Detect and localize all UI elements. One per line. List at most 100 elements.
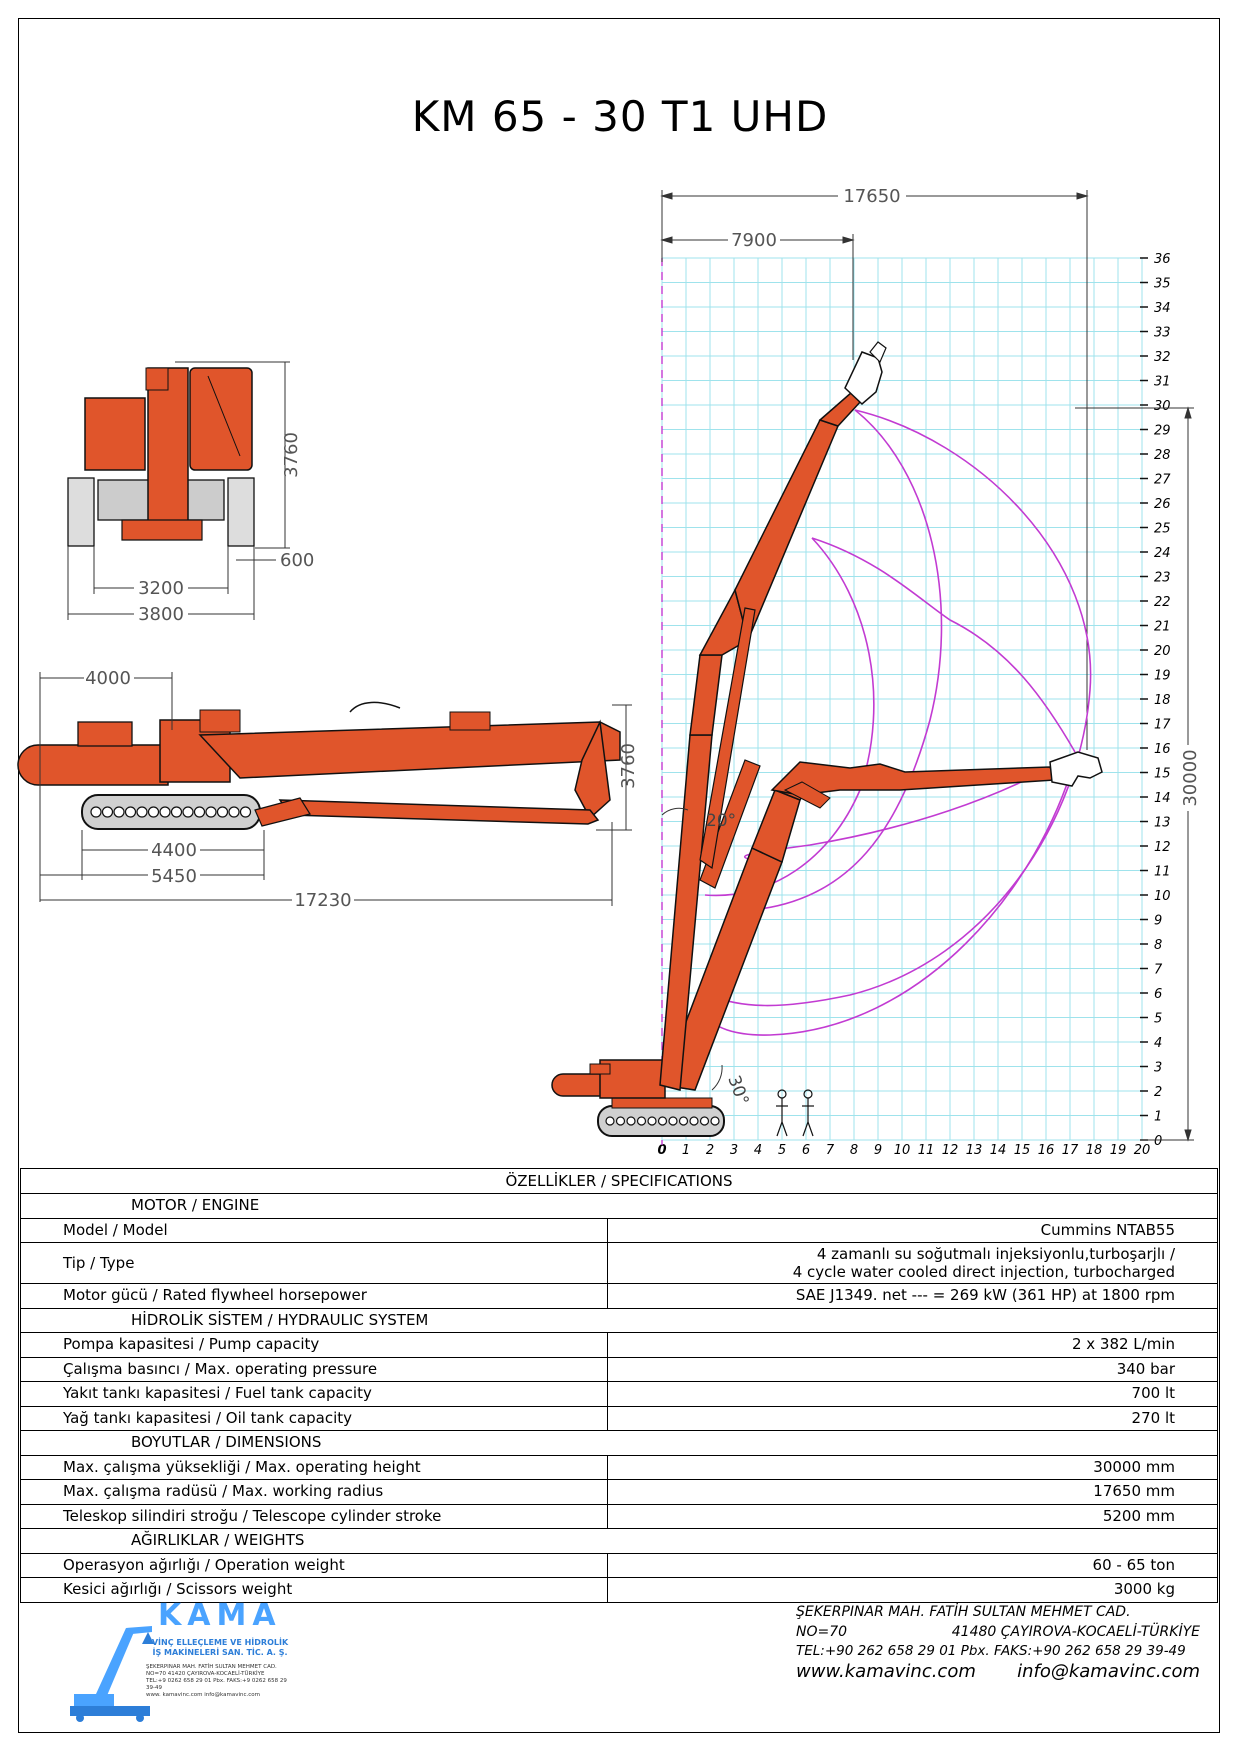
height-tick-label: 11 [1154,865,1171,880]
spec-value: SAE J1349. net --- = 269 kW (361 HP) at … [607,1283,1218,1309]
height-tick-label: 25 [1154,522,1171,537]
height-tick-label: 22 [1154,595,1171,610]
spec-label: Pompa kapasitesi / Pump capacity [20,1332,608,1358]
email-link[interactable]: info@kamavinc.com [1017,1661,1200,1682]
spec-label: Çalışma basıncı / Max. operating pressur… [20,1356,608,1382]
radius-tick-label: 13 [966,1143,983,1158]
logo-tagline-2: İŞ MAKİNELERİ SAN. TİC. A. Ş. [152,1648,288,1657]
angle-20-label: 20° [706,811,736,831]
track-wheel [205,806,217,818]
spec-label: Motor gücü / Rated flywheel horsepower [20,1283,608,1309]
side-carriage-label: 5450 [151,866,197,887]
track-wheel [668,1116,678,1126]
radius-tick-label: 0 [657,1143,666,1158]
spec-row: Max. çalışma radüsü / Max. working radiu… [20,1479,1218,1505]
radius-tick-label: 5 [778,1143,786,1158]
front-gauge-label: 3200 [138,578,184,599]
spec-value: 270 lt [607,1405,1218,1431]
side-track-label: 4400 [151,840,197,861]
height-tick-label: 10 [1154,889,1171,904]
track-wheel [636,1116,647,1126]
height-tick-label: 16 [1154,742,1171,757]
radius-tick-label: 2 [706,1143,714,1158]
spec-value: 3000 kg [607,1577,1218,1603]
radius-tick-label: 8 [850,1143,858,1158]
dimensions-heading: BOYUTLAR / DIMENSIONS [20,1430,1218,1456]
track-wheel [159,806,171,818]
height-tick-label: 30 [1154,399,1171,414]
height-tick-label: 5 [1154,1012,1162,1027]
spec-value: 5200 mm [607,1503,1218,1529]
height-tick-label: 3 [1154,1061,1162,1076]
height-tick-label: 4 [1154,1036,1162,1051]
spec-value: Cummins NTAB55 [607,1217,1218,1243]
side-height-label: 3760 [618,743,639,789]
spec-label: Operasyon ağırlığı / Operation weight [20,1552,608,1578]
page-title: KM 65 - 30 T1 UHD [411,92,829,141]
kama-logo: KAMA VİNÇ ELLEÇLEME VE HİDROLİK İŞ MAKİN… [60,1598,290,1724]
height-tick-label: 28 [1154,448,1171,463]
track-wheel [605,1116,615,1126]
spec-row: Teleskop silindiri stroğu / Telescope cy… [20,1503,1218,1529]
height-tick-label: 0 [1154,1134,1162,1149]
side-tail-label: 4000 [85,668,131,689]
hydraulic-heading: HİDROLİK SİSTEM / HYDRAULIC SYSTEM [20,1307,1218,1333]
height-tick-label: 21 [1154,620,1171,635]
track-wheel [699,1116,710,1126]
spec-label: Kesici ağırlığı / Scissors weight [20,1577,608,1603]
angle-marks [661,807,723,1091]
radius-tick-label: 18 [1086,1143,1103,1158]
spec-row: Max. çalışma yüksekliği / Max. operating… [20,1454,1218,1480]
radius-tick-label: 14 [990,1143,1007,1158]
spec-label: Teleskop silindiri stroğu / Telescope cy… [20,1503,608,1529]
track-wheel [147,806,160,818]
height-tick-label: 17 [1154,718,1171,733]
spec-value: 60 - 65 ton [607,1552,1218,1578]
spec-label: Max. çalışma yüksekliği / Max. operating… [20,1454,608,1480]
track-wheel [626,1116,636,1126]
machine-drawing: 0123456789101112131415161718192021222324… [17,184,1201,1158]
radius-tick-label: 7 [826,1143,835,1158]
address-web: www.kamavinc.com info@kamavinc.com [796,1661,1200,1682]
front-track-label: 600 [280,550,314,571]
spec-row: Motor gücü / Rated flywheel horsepower S… [20,1283,1218,1309]
radius-tick-label: 6 [802,1143,810,1158]
radius-tick-label: 11 [918,1143,935,1158]
height-tick-label: 24 [1154,546,1171,561]
height-tick-label: 33 [1154,326,1171,341]
spec-label: Yağ tankı kapasitesi / Oil tank capacity [20,1405,608,1431]
radius-tick-label: 10 [894,1143,911,1158]
spec-row: Model / Model Cummins NTAB55 [20,1217,1218,1243]
height-tick-label: 35 [1154,277,1171,292]
radius-tick-label: 1 [682,1143,690,1158]
logo-tiny-3: TEL:+9 0262 658 29 01 Pbx. FAKS:+9 0262 … [146,1678,287,1691]
main-machine [551,341,1103,1137]
height-tick-label: 15 [1154,767,1171,782]
address-line-1: ŞEKERPINAR MAH. FATİH SULTAN MEHMET CAD. [796,1604,1131,1620]
website-link[interactable]: www.kamavinc.com [796,1661,976,1682]
track-wheel [216,806,229,818]
track-wheel [228,806,240,818]
height-tick-label: 27 [1154,473,1171,488]
height-tick-label: 6 [1154,987,1162,1002]
height-tick-label: 20 [1154,644,1171,659]
dim-30000-label: 30000 [1180,749,1201,806]
logo-address: ŞEKERPINAR MAH. FATİH SULTAN MEHMET CAD.… [146,1664,296,1699]
address-line-2: NO=70 41480 ÇAYIROVA-KOCAELİ-TÜRKİYE [796,1624,1200,1640]
logo-tagline: VİNÇ ELLEÇLEME VE HİDROLİK İŞ MAKİNELERİ… [150,1638,290,1658]
dim-7900-label: 7900 [731,230,777,251]
spec-row: Yağ tankı kapasitesi / Oil tank capacity… [20,1405,1218,1431]
height-tick-label: 23 [1154,571,1171,586]
height-tick-label: 8 [1154,938,1162,953]
spec-row: Yakıt tankı kapasitesi / Fuel tank capac… [20,1381,1218,1407]
track-wheel [182,806,194,818]
height-tick-label: 26 [1154,497,1171,512]
address-phone: TEL:+90 262 658 29 01 Pbx. FAKS:+90 262 … [796,1643,1186,1659]
logo-name: KAMA [158,1598,282,1633]
operator-figures [776,1089,814,1137]
side-view [17,701,621,830]
height-tick-label: 2 [1154,1085,1162,1100]
